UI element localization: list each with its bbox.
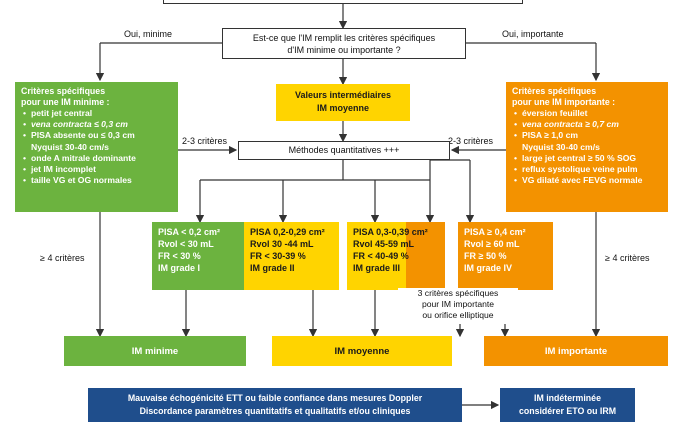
specific-note: 3 critères spécifiques pour IM important… [398, 288, 518, 324]
minime-item: PISA absente ou ≤ 0,3 cm [21, 130, 172, 141]
minime-item: jet IM incomplet [21, 164, 172, 175]
minime-criteria-box: Critères spécifiques pour une IM minime … [15, 82, 178, 212]
grade-3-fr: FR < 40-49 % [353, 251, 409, 261]
grade-2-rvol: Rvol 30 -44 mL [250, 239, 314, 249]
grade-2-fr: FR < 30-39 % [250, 251, 306, 261]
result-importante-label: IM importante [544, 345, 608, 357]
quantitative-label: Méthodes quantitatives +++ [288, 145, 400, 155]
poor-quality-line1: Mauvaise échogénicité ETT ou faible conf… [127, 393, 423, 403]
grade-3-box: PISA 0,3-0,39 cm² Rvol 45-59 mL FR < 40-… [347, 222, 445, 290]
importante-title1: Critères spécifiques [512, 86, 597, 96]
grade-4-pisa: PISA ≥ 0,4 cm² [464, 227, 526, 237]
intermediate-line2: IM moyenne [316, 103, 369, 113]
label-right-bottom: ≥ 4 critères [605, 253, 650, 263]
specific-note-line1: 3 critères spécifiques [417, 288, 499, 298]
grade-2-pisa: PISA 0,2-0,29 cm² [250, 227, 325, 237]
intermediate-box: Valeurs intermédiaires IM moyenne [276, 84, 410, 121]
result-moyenne: IM moyenne [272, 336, 452, 366]
grade-4-fr: FR ≥ 50 % [464, 251, 507, 261]
grade-4-label: IM grade IV [464, 263, 513, 273]
label-left-bottom: ≥ 4 critères [40, 253, 85, 263]
minime-item: onde A mitrale dominante [21, 153, 172, 164]
label-left-mid: 2-3 critères [182, 136, 228, 146]
top-partial-box [163, 0, 523, 4]
label-right-mid: 2-3 critères [448, 136, 494, 146]
grade-2-label: IM grade II [250, 263, 295, 273]
grade-2-box: PISA 0,2-0,29 cm² Rvol 30 -44 mL FR < 30… [244, 222, 339, 290]
grade-4-rvol: Rvol ≥ 60 mL [464, 239, 520, 249]
grade-1-pisa: PISA < 0,2 cm² [158, 227, 220, 237]
minime-item: Nyquist 30-40 cm/s [31, 141, 109, 152]
grade-1-fr: FR < 30 % [158, 251, 201, 261]
minime-title2: pour une IM minime : [21, 97, 110, 107]
result-importante: IM importante [484, 336, 668, 366]
importante-item: reflux systolique veine pulm [512, 164, 662, 175]
grade-3-label: IM grade III [353, 263, 401, 273]
question-box: Est-ce que l'IM remplit les critères spé… [222, 28, 466, 59]
importante-item: éversion feuillet [512, 108, 662, 119]
undetermined-line1: IM indéterminée [534, 393, 601, 403]
undetermined-box: IM indéterminée considérer ETO ou IRM [500, 388, 635, 422]
importante-item: large jet central ≥ 50 % SOG [512, 153, 662, 164]
importante-item: vena contracta ≥ 0,7 cm [512, 119, 662, 130]
intermediate-line1: Valeurs intermédiaires [294, 90, 392, 100]
question-line2: d'IM minime ou importante ? [287, 45, 401, 55]
question-line1: Est-ce que l'IM remplit les critères spé… [252, 33, 436, 43]
minime-item: petit jet central [21, 108, 172, 119]
importante-item: Nyquist 30-40 cm/s [522, 141, 600, 152]
importante-title2: pour une IM importante : [512, 97, 616, 107]
result-minime: IM minime [64, 336, 246, 366]
specific-note-line2: pour IM importante [421, 299, 495, 309]
grade-3-rvol: Rvol 45-59 mL [353, 239, 415, 249]
grade-1-label: IM grade I [158, 263, 201, 273]
minime-title1: Critères spécifiques [21, 86, 106, 96]
poor-quality-line2: Discordance paramètres quantitatifs et q… [139, 406, 411, 416]
minime-item: taille VG et OG normales [21, 175, 172, 186]
importante-item: VG dilaté avec FEVG normale [512, 175, 662, 186]
grade-4-box: PISA ≥ 0,4 cm² Rvol ≥ 60 mL FR ≥ 50 % IM… [458, 222, 553, 290]
specific-note-line3: ou orifice elliptique [422, 310, 494, 320]
quantitative-box: Méthodes quantitatives +++ [238, 141, 450, 160]
result-minime-label: IM minime [131, 345, 179, 357]
result-moyenne-label: IM moyenne [334, 345, 390, 357]
label-oui-minime: Oui, minime [124, 29, 173, 39]
minime-item: vena contracta ≤ 0,3 cm [21, 119, 172, 130]
poor-quality-box: Mauvaise échogénicité ETT ou faible conf… [88, 388, 462, 422]
label-oui-importante: Oui, importante [502, 29, 564, 39]
grade-1-rvol: Rvol < 30 mL [158, 239, 214, 249]
grade-1-box: PISA < 0,2 cm² Rvol < 30 mL FR < 30 % IM… [152, 222, 247, 290]
undetermined-line2: considérer ETO ou IRM [518, 406, 617, 416]
importante-item: PISA ≥ 1,0 cm [512, 130, 662, 141]
importante-criteria-box: Critères spécifiques pour une IM importa… [506, 82, 668, 212]
grade-3-pisa: PISA 0,3-0,39 cm² [353, 227, 428, 237]
